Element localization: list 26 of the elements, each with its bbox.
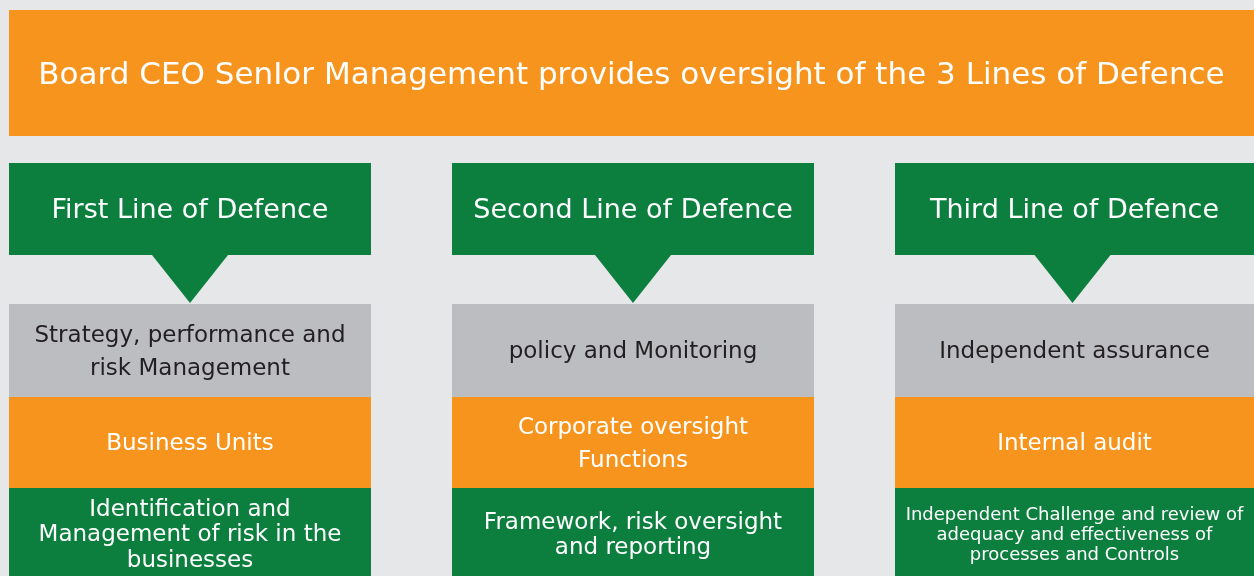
- category-box: [9, 304, 371, 397]
- node-label: Internal audit: [997, 428, 1152, 458]
- banner-box: [9, 10, 1254, 136]
- category-box: [452, 304, 814, 397]
- node-label: Second Line of Defence: [473, 192, 793, 226]
- chevron-arrow: [595, 255, 671, 303]
- node-label: policy and Monitoring: [508, 336, 758, 366]
- node-label: Third Line of Defence: [930, 192, 1219, 226]
- function-box: [895, 397, 1254, 488]
- function-box: [9, 397, 371, 488]
- description-box: [9, 488, 371, 576]
- node-label: Independent assurance: [939, 336, 1210, 366]
- node-label: Framework, risk oversight and reporting: [482, 508, 784, 560]
- description-box: [895, 488, 1254, 576]
- node-label: Strategy, performance and risk Management: [33, 320, 347, 382]
- node-label: First Line of Defence: [51, 192, 329, 226]
- function-box: [452, 397, 814, 488]
- node-label: Board CEO SenIor Management provides oversight of the 3 Lines of Defence: [38, 53, 1225, 93]
- category-box: [895, 304, 1254, 397]
- node-label: Corporate oversight Functions: [516, 412, 750, 474]
- node-label: Identification and Management of risk in the businesses: [37, 496, 343, 572]
- node-label: Independent Challenge and review of adequacy and effectiveness of processes and Controls: [904, 504, 1245, 564]
- chevron-arrow: [1034, 255, 1111, 303]
- chevron-arrow: [152, 255, 228, 303]
- description-box: [452, 488, 814, 576]
- node-label: Business Units: [106, 428, 274, 458]
